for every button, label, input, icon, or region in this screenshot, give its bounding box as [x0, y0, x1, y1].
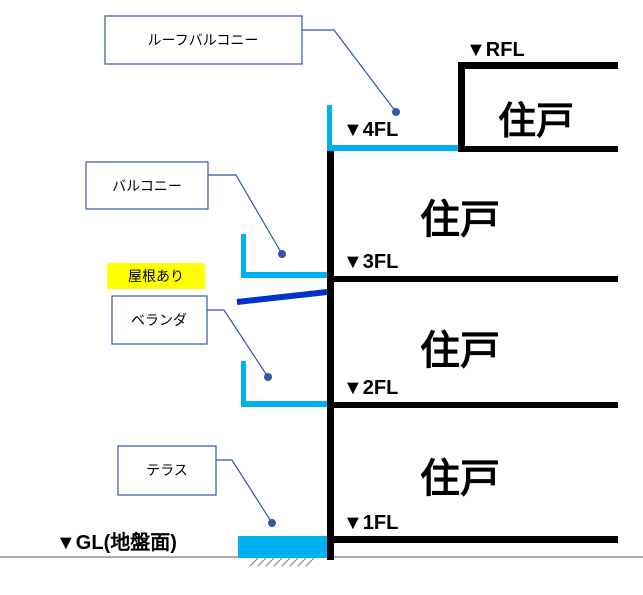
building-structure — [327, 62, 618, 560]
room-roof-unit: 住戸 — [498, 99, 574, 143]
terrace-slab — [238, 536, 327, 558]
rfl-wall — [458, 62, 465, 152]
main-wall — [327, 150, 334, 560]
callout-balcony-text: バルコニー — [112, 179, 182, 195]
floor-3 — [327, 276, 618, 282]
level-gl: ▼GL(地盤面) — [56, 530, 177, 554]
level-3fl: ▼3FL — [343, 251, 398, 273]
balcony-shapes — [238, 105, 458, 558]
callout-terrace: テラス — [117, 445, 217, 496]
callout-roof-balcony: ルーフバルコニー — [104, 15, 303, 65]
rfl-slab — [458, 62, 618, 69]
callout-veranda: ベランダ — [111, 295, 208, 345]
leader-dots — [264, 108, 400, 527]
callout-balcony: バルコニー — [85, 161, 209, 210]
callout-veranda-text: ベランダ — [131, 313, 187, 329]
roof-slab-4fl — [458, 146, 618, 152]
callout-roof-balcony-text: ルーフバルコニー — [148, 33, 259, 49]
room-unit-3: 住戸 — [420, 197, 500, 243]
room-unit-2: 住戸 — [420, 328, 500, 374]
veranda-slab — [241, 401, 327, 407]
leader-terrace — [216, 459, 273, 524]
balcony-slab — [241, 272, 327, 278]
callout-roofed: 屋根あり — [107, 263, 205, 289]
ground-hatch — [249, 557, 315, 567]
veranda-roof — [236, 289, 328, 305]
level-rfl: ▼RFL — [466, 39, 525, 61]
room-unit-1: 住戸 — [420, 456, 500, 502]
leader-veranda — [207, 309, 269, 378]
callout-terrace-text: テラス — [146, 463, 188, 479]
veranda-post — [241, 361, 246, 407]
leader-lines — [207, 29, 397, 524]
level-4fl: ▼4FL — [343, 119, 398, 141]
level-2fl: ▼2FL — [343, 377, 398, 399]
balcony-post — [241, 234, 246, 278]
roof-balcony-post — [327, 105, 332, 150]
leader-balcony — [208, 174, 283, 255]
floor-1 — [327, 536, 618, 543]
level-1fl: ▼1FL — [343, 512, 398, 534]
floor-2 — [327, 402, 618, 408]
roof-balcony-slab — [327, 145, 458, 151]
leader-roof-balcony — [302, 29, 397, 113]
callout-roofed-text: 屋根あり — [128, 269, 184, 285]
